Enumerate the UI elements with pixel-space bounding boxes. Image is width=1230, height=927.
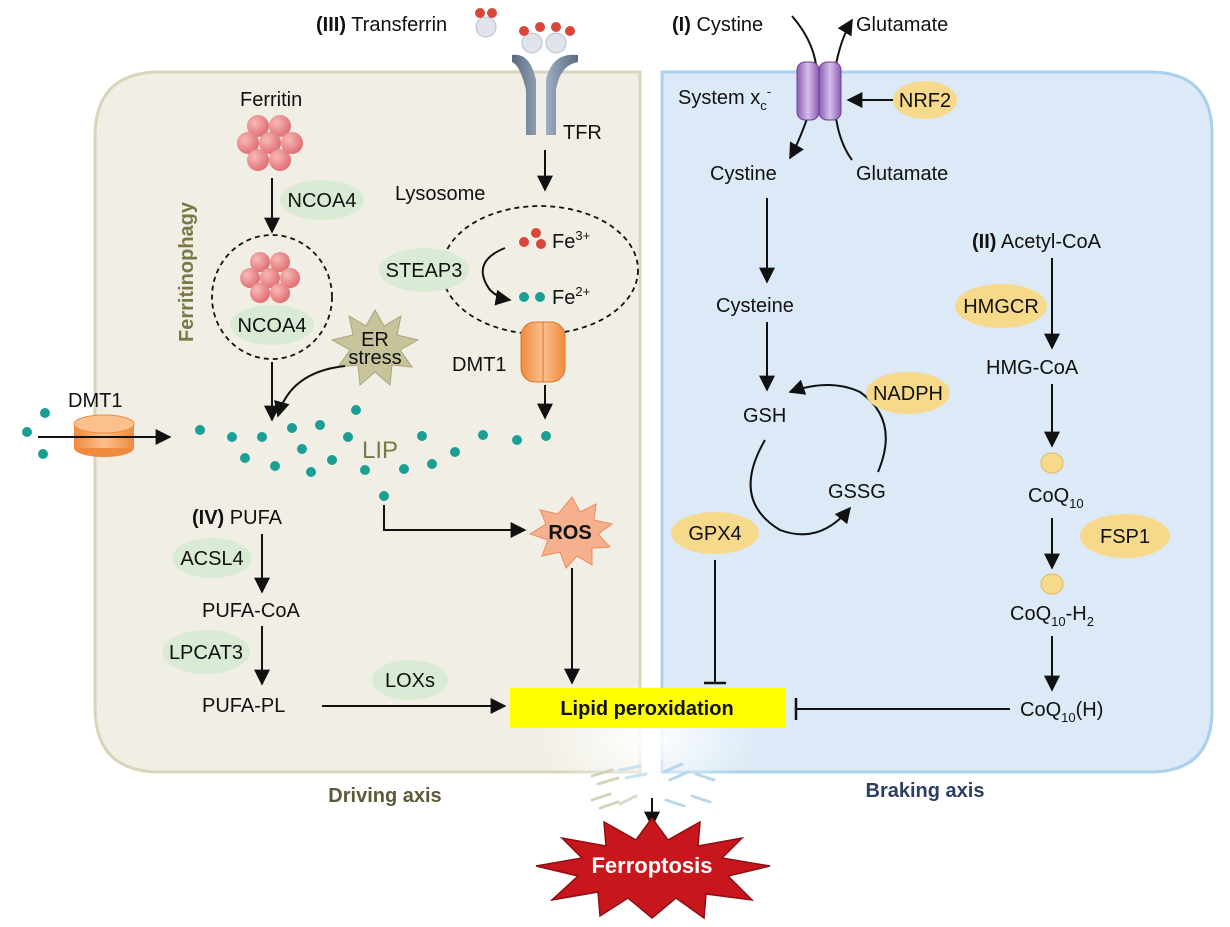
ncoa4-top-oval bbox=[280, 180, 364, 220]
nadph-label: NADPH bbox=[873, 383, 943, 405]
glutamate-inner-label: Glutamate bbox=[856, 163, 948, 185]
hmgcr-label: HMGCR bbox=[963, 296, 1039, 318]
ncoa4-top-label: NCOA4 bbox=[288, 190, 357, 212]
extracellular-iron-dots bbox=[22, 408, 50, 459]
pufa-pl-label: PUFA-PL bbox=[202, 695, 285, 717]
lipid-peroxidation-box bbox=[510, 688, 785, 728]
transferrin-icon bbox=[475, 8, 497, 38]
dmt1-lysosome-label: DMT1 bbox=[452, 354, 506, 376]
arrow-gssg-to-gsh bbox=[788, 379, 887, 473]
ferritinophagy-label: Ferritinophagy bbox=[176, 201, 198, 342]
fe2-dots bbox=[519, 292, 545, 302]
ferroptosis-burst-icon bbox=[535, 816, 771, 920]
ferritin-label: Ferritin bbox=[240, 89, 302, 111]
fsp1-label: FSP1 bbox=[1100, 526, 1150, 548]
cystine-top-label: (I) Cystine bbox=[672, 14, 763, 36]
nrf2-label: NRF2 bbox=[899, 90, 951, 112]
membrane-fragments-icon bbox=[590, 762, 716, 810]
er-stress-burst-icon bbox=[330, 308, 420, 387]
coq10-label: CoQ10 bbox=[1028, 485, 1084, 511]
glutamate-top-label: Glutamate bbox=[856, 14, 948, 36]
system-xc-label: System xc- bbox=[678, 84, 771, 113]
cysteine-label: Cysteine bbox=[716, 295, 794, 317]
pufa-label: (IV) PUFA bbox=[192, 507, 283, 529]
fe3-label: Fe3+ bbox=[552, 228, 590, 253]
nrf2-oval bbox=[893, 81, 957, 119]
transferrin-label: (III) Transferrin bbox=[316, 14, 447, 36]
ros-burst-icon bbox=[528, 496, 614, 569]
ferroptosis-label: Ferroptosis bbox=[591, 853, 712, 878]
lysosome-label: Lysosome bbox=[395, 183, 485, 205]
driving-axis-label: Driving axis bbox=[328, 785, 441, 807]
gssg-label: GSSG bbox=[828, 481, 886, 503]
arrow-lip-to-ros bbox=[383, 505, 527, 538]
coq10h-label: CoQ10(H) bbox=[1020, 699, 1103, 725]
ros-label: ROS bbox=[548, 522, 591, 544]
arrow-gsh-to-gssg bbox=[749, 439, 852, 536]
fe2-label: Fe2+ bbox=[552, 284, 590, 309]
arrow-er-stress-to-lip bbox=[274, 365, 346, 418]
steap3-label: STEAP3 bbox=[386, 260, 463, 282]
loxs-oval bbox=[372, 660, 448, 700]
arrow-fe3-to-fe2 bbox=[481, 247, 512, 306]
ferritin-inner-icon bbox=[240, 252, 300, 303]
lpcat3-oval bbox=[162, 630, 250, 674]
acsl4-oval bbox=[172, 538, 252, 578]
dmt1-lysosome-icon bbox=[520, 321, 566, 383]
coq10h2-label: CoQ10-H2 bbox=[1010, 603, 1094, 629]
ncoa4-inner-label: NCOA4 bbox=[238, 315, 307, 337]
hmgcr-oval bbox=[955, 284, 1047, 328]
braking-axis-label: Braking axis bbox=[866, 780, 985, 802]
er-stress-line2: stress bbox=[348, 347, 401, 369]
er-stress-line1: ER bbox=[361, 329, 389, 351]
cystine-inner-label: Cystine bbox=[710, 163, 777, 185]
lipid-peroxidation-label: Lipid peroxidation bbox=[560, 698, 733, 720]
fsp1-oval bbox=[1080, 514, 1170, 558]
hmg-coa-label: HMG-CoA bbox=[986, 357, 1079, 379]
fe3-dots bbox=[519, 228, 546, 249]
driving-axis-panel bbox=[93, 70, 642, 774]
system-xc-transporter-icon bbox=[796, 61, 842, 121]
coq10h2-dot bbox=[1040, 573, 1064, 595]
ferritin-cluster-icon bbox=[237, 115, 303, 171]
loxs-label: LOXs bbox=[385, 670, 435, 692]
autophagosome bbox=[211, 234, 333, 360]
labile-iron-pool-dots bbox=[195, 405, 551, 501]
pufa-coa-label: PUFA-CoA bbox=[202, 600, 300, 622]
lip-label: LIP bbox=[362, 437, 398, 464]
ncoa4-inner-oval bbox=[230, 305, 314, 345]
nadph-oval bbox=[866, 372, 950, 414]
braking-axis-panel bbox=[660, 70, 1214, 774]
tfr-label: TFR bbox=[563, 122, 602, 144]
gpx4-oval bbox=[671, 512, 759, 554]
steap3-oval bbox=[379, 248, 469, 292]
gsh-label: GSH bbox=[743, 405, 786, 427]
gpx4-label: GPX4 bbox=[688, 523, 741, 545]
coq10-dot bbox=[1040, 452, 1064, 474]
acetyl-coa-label: (II) Acetyl-CoA bbox=[972, 231, 1102, 253]
dmt1-left-label: DMT1 bbox=[68, 390, 122, 412]
tfr-receptor-icon bbox=[512, 22, 578, 135]
acsl4-label: ACSL4 bbox=[180, 548, 243, 570]
lpcat3-label: LPCAT3 bbox=[169, 642, 243, 664]
